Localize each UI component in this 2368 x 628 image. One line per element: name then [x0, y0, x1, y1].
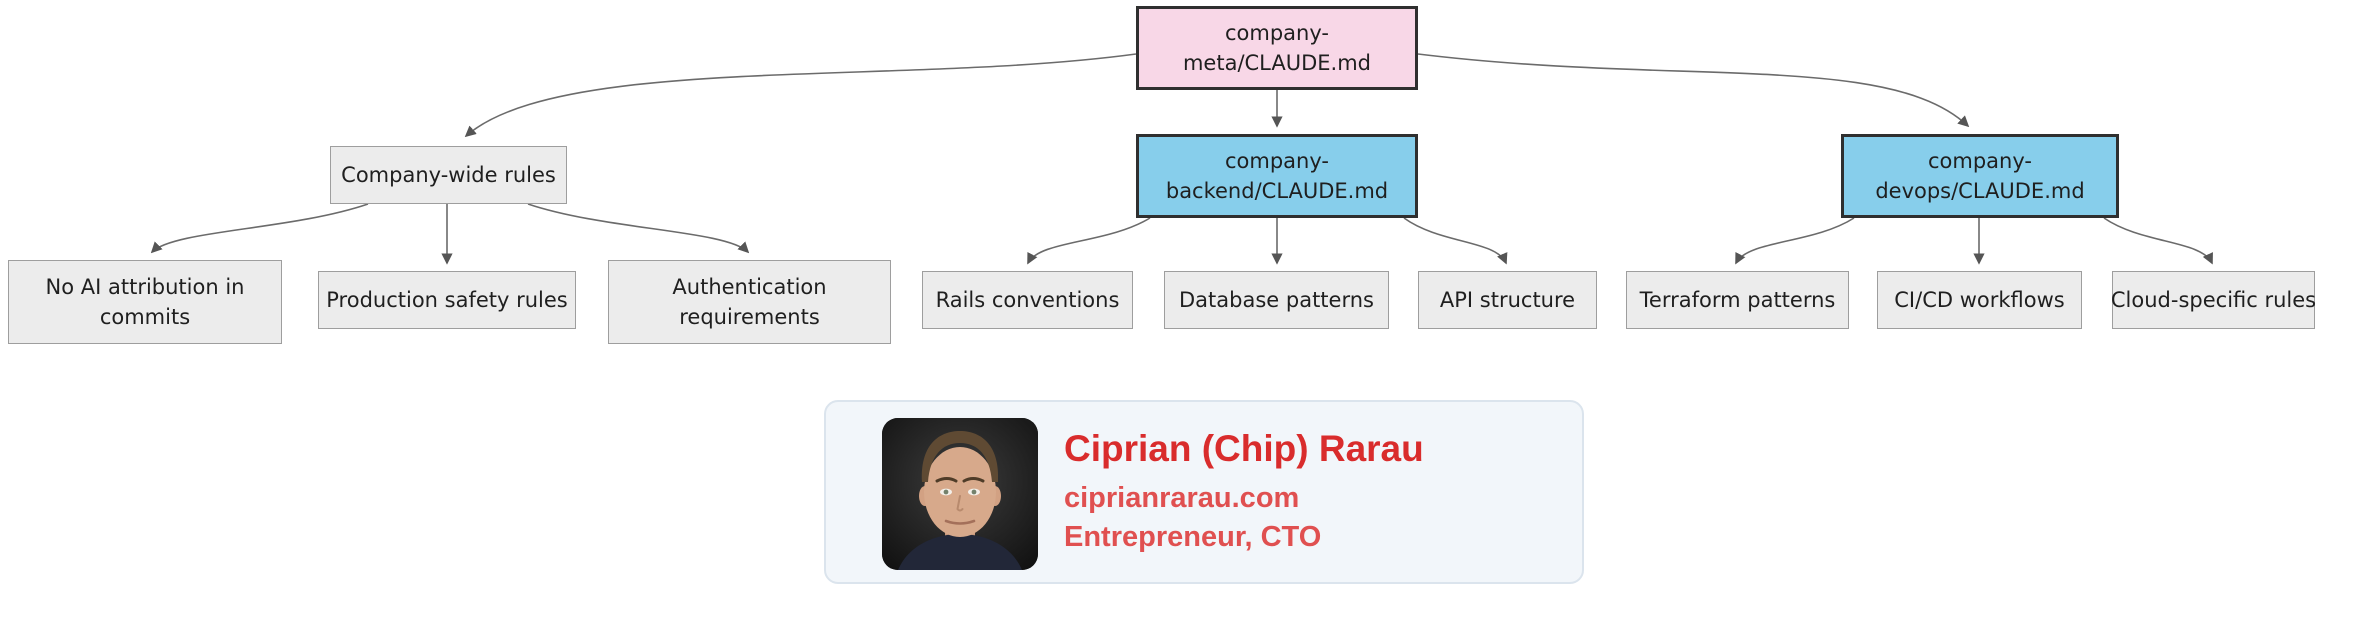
node-company-wide-rules: Company-wide rules — [330, 146, 567, 204]
node-label: company- — [1225, 149, 1329, 173]
edge-devops-to-terraform — [1735, 217, 1855, 265]
node-cloud-specific-rules: Cloud-specific rules — [2110, 271, 2317, 329]
node-label: No AI attribution in — [45, 275, 245, 299]
node-auth-requirements: Authentication requirements — [608, 260, 891, 344]
node-label: company- — [1225, 21, 1329, 45]
node-company-meta: company- meta/CLAUDE.md — [1136, 6, 1418, 90]
node-cicd-workflows: CI/CD workflows — [1877, 271, 2082, 329]
node-production-safety: Production safety rules — [318, 271, 576, 329]
node-label: backend/CLAUDE.md — [1165, 179, 1389, 203]
node-database-patterns: Database patterns — [1164, 271, 1389, 329]
profile-text-block: Ciprian (Chip) Rarau ciprianrarau.com En… — [1064, 428, 1424, 554]
node-no-ai-attribution: No AI attribution in commits — [8, 260, 282, 344]
profile-website-link[interactable]: ciprianrarau.com — [1064, 482, 1300, 514]
node-label: CI/CD workflows — [1894, 288, 2065, 312]
edge-backend-to-rails — [1027, 217, 1151, 265]
node-label: meta/CLAUDE.md — [1182, 51, 1372, 75]
node-company-devops: company- devops/CLAUDE.md — [1841, 134, 2119, 218]
edge-devops-to-cloud — [2103, 217, 2213, 265]
profile-name: Ciprian (Chip) Rarau — [1064, 428, 1424, 469]
node-api-structure: API structure — [1418, 271, 1597, 329]
node-rails-conventions: Rails conventions — [922, 271, 1133, 329]
edge-rules-to-auth — [527, 203, 750, 254]
node-label: Company-wide rules — [341, 163, 556, 187]
edge-rules-to-noai — [150, 203, 369, 254]
node-label: company- — [1928, 149, 2032, 173]
node-label: Terraform patterns — [1639, 288, 1836, 312]
node-label: requirements — [679, 305, 820, 329]
node-label: API structure — [1439, 288, 1576, 312]
node-label: Rails conventions — [935, 288, 1120, 312]
edge-backend-to-api — [1403, 217, 1508, 265]
node-label: devops/CLAUDE.md — [1875, 179, 2085, 203]
node-company-backend: company- backend/CLAUDE.md — [1136, 134, 1418, 218]
node-label: Cloud-specific rules — [2110, 288, 2317, 312]
node-label: Production safety rules — [326, 288, 568, 312]
node-terraform-patterns: Terraform patterns — [1626, 271, 1849, 329]
node-label: Authentication — [672, 275, 827, 299]
profile-card[interactable]: Ciprian (Chip) Rarau ciprianrarau.com En… — [824, 400, 1584, 584]
node-label: commits — [99, 305, 191, 329]
node-label: Database patterns — [1179, 288, 1374, 312]
headshot-photo — [882, 418, 1038, 570]
edge-meta-to-rules — [464, 53, 1137, 138]
profile-photo — [882, 418, 1038, 570]
profile-role: Entrepreneur, CTO — [1064, 521, 1322, 553]
edge-meta-to-devops — [1417, 53, 1970, 128]
